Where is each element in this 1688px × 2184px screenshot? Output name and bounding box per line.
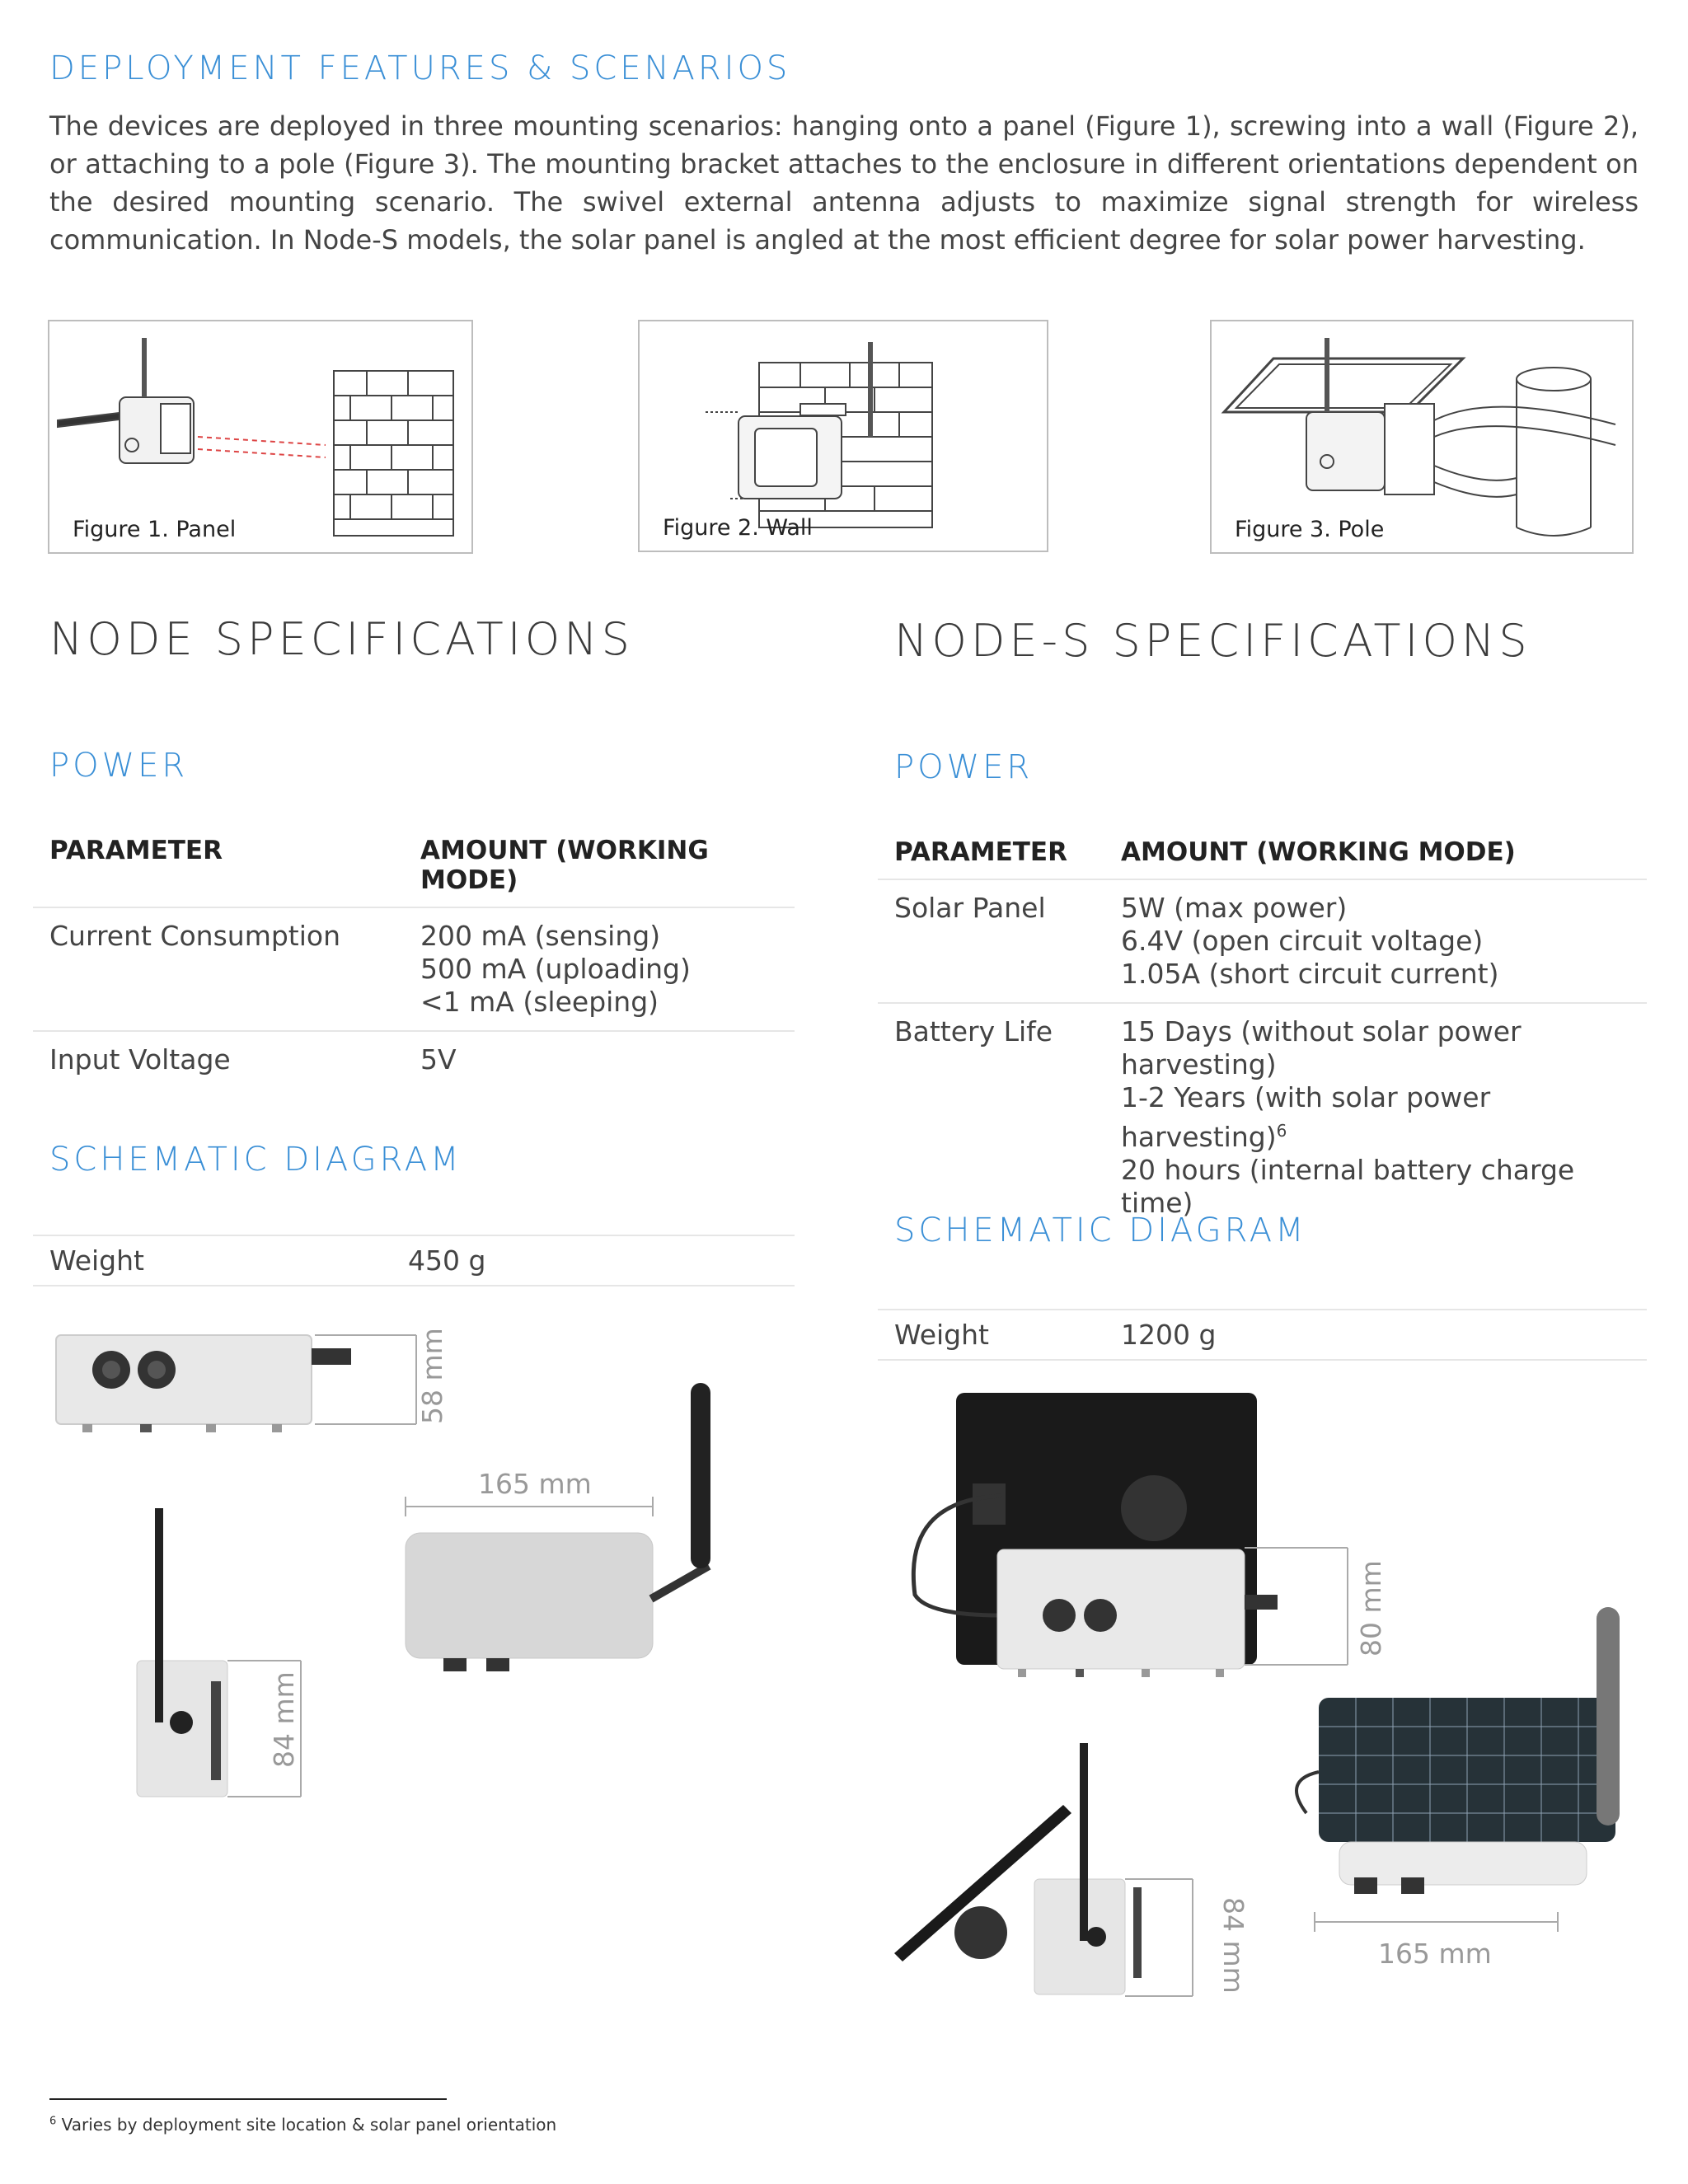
deployment-title: DEPLOYMENT FEATURES & SCENARIOS	[49, 49, 791, 87]
table-header: AMOUNT (WORKING MODE)	[420, 836, 709, 895]
table-cell-value: 15 Days (without solar power harvesting)	[1121, 1015, 1522, 1080]
figure-pole: Figure 3. Pole	[1210, 320, 1634, 554]
panel-mount-illustration	[57, 338, 454, 537]
node-s-specifications-title: NODE-S SPECIFICATIONS	[894, 615, 1531, 667]
dimension-depth: 84 mm	[268, 1671, 300, 1768]
node-top-view	[405, 1383, 711, 1671]
table-cell-value: 200 mA (sensing)	[420, 920, 661, 952]
table-cell-param: Input Voltage	[49, 1043, 231, 1076]
table-header: PARAMETER	[49, 836, 223, 865]
footnote: 6 Varies by deployment site location & s…	[49, 2115, 556, 2135]
table-header: PARAMETER	[894, 837, 1067, 867]
node-s-power-title: POWER	[894, 748, 1034, 786]
dimension-depth: 84 mm	[1217, 1897, 1250, 1994]
deployment-paragraph: The devices are deployed in three mounti…	[49, 110, 1639, 255]
table-row: Solar Panel 5W (max power) 6.4V (open ci…	[878, 880, 1647, 1004]
figure-caption: Figure 1. Panel	[73, 517, 237, 542]
node-side-view	[136, 1508, 302, 1797]
dimension-height: 58 mm	[416, 1328, 448, 1424]
figure-caption: Figure 2. Wall	[663, 515, 813, 541]
dimension-height: 80 mm	[1355, 1560, 1387, 1657]
table-header: AMOUNT (WORKING MODE)	[1121, 837, 1516, 867]
pole-mount-illustration	[1221, 338, 1616, 537]
figure-wall: Figure 2. Wall	[638, 320, 1048, 552]
node-schematic-drawings: 58 mm 165 mm 84 mm	[55, 1328, 711, 1797]
table-cell-param: Solar Panel	[894, 892, 1046, 924]
dimension-width: 165 mm	[1378, 1938, 1492, 1970]
wall-mount-illustration	[706, 342, 933, 528]
weight-value: 1200 g	[1121, 1319, 1217, 1351]
node-s-power-table: PARAMETER AMOUNT (WORKING MODE) Solar Pa…	[878, 826, 1647, 1231]
table-row: Battery Life 15 Days (without solar powe…	[878, 1004, 1647, 1231]
table-header-row: PARAMETER AMOUNT (WORKING MODE)	[878, 826, 1647, 880]
node-front-view	[55, 1334, 417, 1432]
node-power-title: POWER	[49, 747, 189, 785]
table-cell-value: 1.05A (short circuit current)	[1121, 958, 1499, 990]
weight-label: Weight	[49, 1244, 144, 1277]
dimension-width: 165 mm	[478, 1468, 592, 1500]
table-cell-value: 5W (max power)	[1121, 892, 1348, 924]
footnote-mark: 6	[49, 2115, 57, 2128]
footnote-marker: 6	[1276, 1121, 1287, 1141]
table-cell-value: 20 hours (internal battery charge time)	[1121, 1154, 1575, 1219]
node-power-table: PARAMETER AMOUNT (WORKING MODE) Current …	[33, 824, 795, 1088]
node-s-weight-row: Weight 1200 g	[878, 1309, 1647, 1361]
table-header-row: PARAMETER AMOUNT (WORKING MODE)	[33, 824, 795, 908]
footnote-divider	[49, 2098, 447, 2100]
node-schematic-title: SCHEMATIC DIAGRAM	[49, 1141, 462, 1179]
weight-label: Weight	[894, 1319, 989, 1351]
table-row: Input Voltage 5V	[33, 1032, 795, 1088]
table-cell-value: 500 mA (uploading)	[420, 953, 691, 985]
table-cell-value: 5V	[420, 1043, 457, 1076]
node-s-rear-view	[911, 1393, 1348, 1677]
table-cell-value: 6.4V (open circuit voltage)	[1121, 925, 1484, 957]
node-s-schematic-drawings: 80 mm 165 mm 84 mm	[894, 1393, 1620, 1997]
table-cell-param: Current Consumption	[49, 920, 340, 952]
weight-value: 450 g	[408, 1244, 486, 1277]
node-weight-row: Weight 450 g	[33, 1235, 795, 1286]
table-cell-value: <1 mA (sleeping)	[420, 986, 659, 1018]
node-s-top-view	[1295, 1607, 1620, 1932]
figure-caption: Figure 3. Pole	[1235, 517, 1385, 542]
table-cell-value: 1-2 Years (with solar power harvesting)	[1121, 1081, 1491, 1153]
node-s-side-view	[894, 1743, 1193, 1997]
node-s-schematic-title: SCHEMATIC DIAGRAM	[894, 1212, 1307, 1249]
table-row: Current Consumption 200 mA (sensing) 500…	[33, 908, 795, 1032]
figure-panel: Figure 1. Panel	[48, 320, 473, 554]
footnote-text: Varies by deployment site location & sol…	[61, 2115, 557, 2135]
node-specifications-title: NODE SPECIFICATIONS	[49, 613, 634, 665]
table-cell-param: Battery Life	[894, 1015, 1053, 1047]
